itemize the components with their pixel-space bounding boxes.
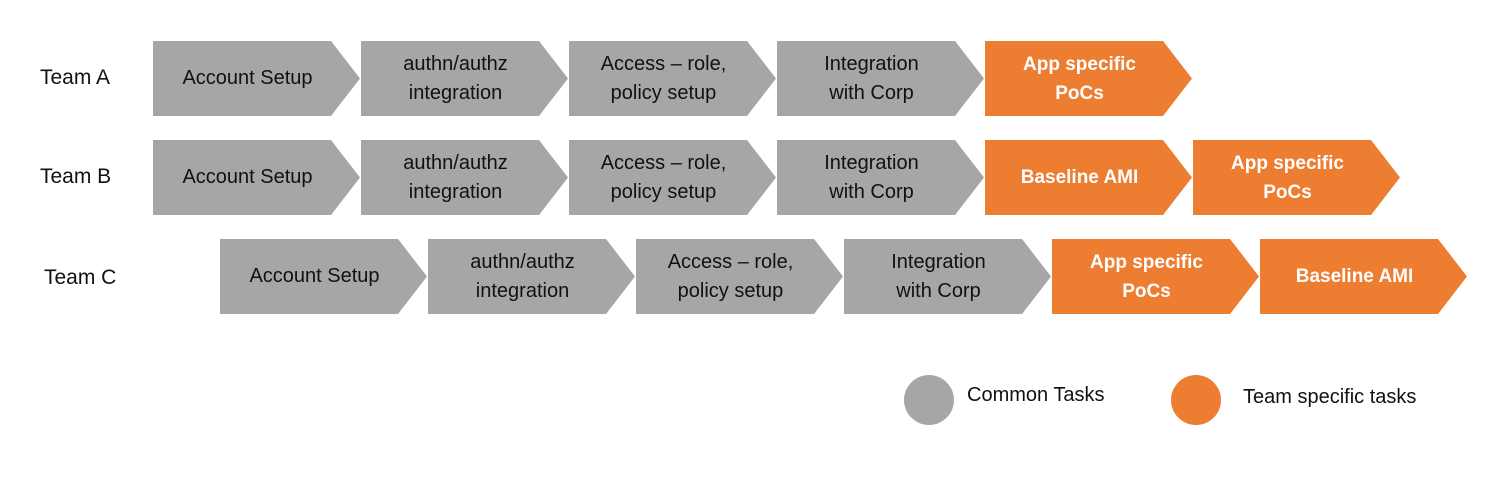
team-label: Team A xyxy=(40,66,111,89)
task-label: Account Setup xyxy=(182,67,313,89)
task-chevron-account-setup: Account Setup xyxy=(220,239,427,314)
task-label: authn/authz integration xyxy=(403,52,508,104)
task-label: authn/authz integration xyxy=(470,250,575,302)
task-label: authn/authz integration xyxy=(403,151,508,203)
task-chevron-access-role-policy-setup: Access – role, policy setup xyxy=(569,41,776,116)
task-chevron-account-setup: Account Setup xyxy=(153,140,360,215)
task-label: App specific PoCs xyxy=(1231,152,1344,203)
task-label: Access – role, policy setup xyxy=(600,151,727,203)
task-chevron-baseline-ami: Baseline AMI xyxy=(985,140,1192,215)
task-chevron-account-setup: Account Setup xyxy=(153,41,360,116)
task-chevron-authn-authz-integration: authn/authz integration xyxy=(361,41,568,116)
task-label: Account Setup xyxy=(249,265,380,287)
task-chevron-integration-with-corp: Integration with Corp xyxy=(844,239,1051,314)
task-label: Integration with Corp xyxy=(824,151,919,203)
task-chevron-access-role-policy-setup: Access – role, policy setup xyxy=(569,140,776,215)
task-chevron-baseline-ami: Baseline AMI xyxy=(1260,239,1467,314)
task-label: Baseline AMI xyxy=(1295,266,1414,287)
task-label: App specific PoCs xyxy=(1023,53,1136,104)
task-chevron-access-role-policy-setup: Access – role, policy setup xyxy=(636,239,843,314)
task-label: Access – role, policy setup xyxy=(667,250,794,302)
task-chevron-authn-authz-integration: authn/authz integration xyxy=(428,239,635,314)
team-label: Team B xyxy=(40,165,112,188)
task-label: Account Setup xyxy=(182,166,313,188)
legend-common-swatch xyxy=(904,375,954,425)
task-chevron-integration-with-corp: Integration with Corp xyxy=(777,41,984,116)
legend-common-label: Common Tasks xyxy=(967,384,1105,406)
task-label: Integration with Corp xyxy=(891,250,986,302)
legend-team-specific-label: Team specific tasks xyxy=(1243,386,1417,408)
task-chevron-integration-with-corp: Integration with Corp xyxy=(777,140,984,215)
task-label: Access – role, policy setup xyxy=(600,52,727,104)
task-label: Integration with Corp xyxy=(824,52,919,104)
task-label: Baseline AMI xyxy=(1020,167,1139,188)
legend-team-specific-swatch xyxy=(1171,375,1221,425)
team-label: Team C xyxy=(44,266,117,289)
task-label: App specific PoCs xyxy=(1090,251,1203,302)
task-chevron-authn-authz-integration: authn/authz integration xyxy=(361,140,568,215)
task-chevron-app-specific-pocs: App specific PoCs xyxy=(1193,140,1400,215)
task-chevron-app-specific-pocs: App specific PoCs xyxy=(1052,239,1259,314)
task-chevron-app-specific-pocs: App specific PoCs xyxy=(985,41,1192,116)
